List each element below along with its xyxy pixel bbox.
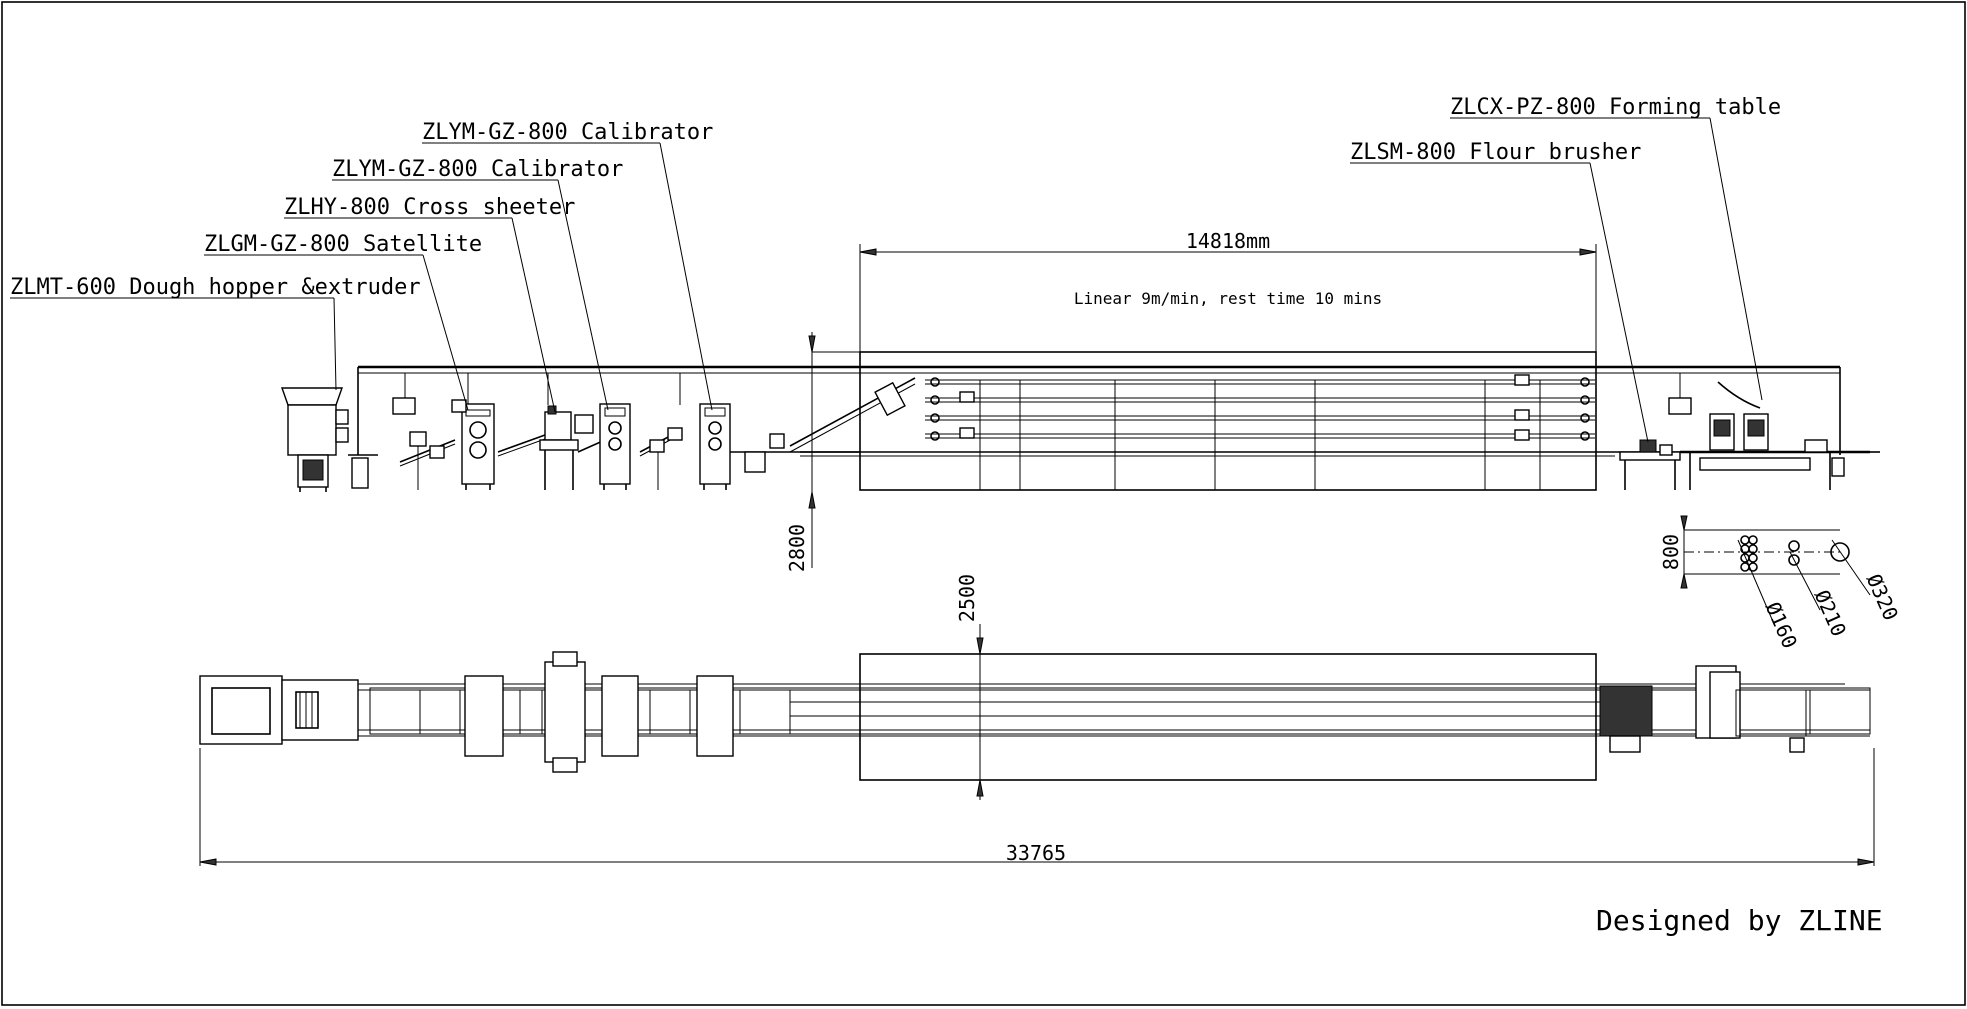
callout-forming-table: ZLCX-PZ-800 Forming table <box>1450 95 1781 401</box>
label-calibrator-1: ZLYM-GZ-800 Calibrator <box>332 157 623 182</box>
forming-die-detail: 800 Ø160 Ø210 Ø320 <box>1659 515 1904 652</box>
width-label: 2500 <box>955 574 979 622</box>
flour-brusher-machine <box>1615 439 1681 490</box>
calibrator-2-machine <box>699 403 790 490</box>
satellite-machine <box>451 399 495 490</box>
label-calibrator-2: ZLYM-GZ-800 Calibrator <box>422 120 713 145</box>
resting-conveyor-side <box>800 351 1615 491</box>
dimension-14818: 14818mm Linear 9m/min, rest time 10 mins <box>859 229 1597 352</box>
plan-view <box>199 651 1871 781</box>
callout-satellite: ZLGM-GZ-800 Satellite <box>204 232 482 411</box>
inclined-conveyors <box>399 427 683 490</box>
hopper-extruder-machine <box>281 387 378 492</box>
callout-calibrator-1: ZLYM-GZ-800 Calibrator <box>332 157 623 411</box>
side-elevation <box>281 351 1880 492</box>
resting-length-label: 14818mm <box>1186 229 1270 253</box>
height-label: 2800 <box>785 524 809 572</box>
callout-flour-brusher: ZLSM-800 Flour brusher <box>1350 140 1649 443</box>
dia-160-label: Ø160 <box>1761 598 1803 652</box>
forming-width-label: 800 <box>1659 534 1683 570</box>
total-length-label: 33765 <box>1006 841 1066 865</box>
callout-calibrator-2: ZLYM-GZ-800 Calibrator <box>422 120 713 411</box>
callout-hopper: ZLMT-600 Dough hopper &extruder <box>10 275 421 391</box>
dimension-2800: 2800 <box>785 332 816 572</box>
callout-cross-sheeter: ZLHY-800 Cross sheeter <box>284 195 575 413</box>
dimension-2500: 2500 <box>955 574 984 800</box>
label-satellite: ZLGM-GZ-800 Satellite <box>204 232 482 257</box>
dia-320-label: Ø320 <box>1862 570 1904 624</box>
designer-signature: Designed by ZLINE <box>1596 904 1883 937</box>
dia-210-label: Ø210 <box>1810 586 1852 640</box>
calibrator-1-machine <box>599 403 631 490</box>
label-flour-brusher: ZLSM-800 Flour brusher <box>1350 140 1641 165</box>
label-hopper: ZLMT-600 Dough hopper &extruder <box>10 275 421 300</box>
resting-note-label: Linear 9m/min, rest time 10 mins <box>1074 289 1382 308</box>
dimension-33765: 33765 <box>199 748 1875 866</box>
label-cross-sheeter: ZLHY-800 Cross sheeter <box>284 195 575 220</box>
forming-table-machine <box>1680 381 1880 490</box>
cross-sheeter-machine <box>539 405 594 490</box>
label-forming-table: ZLCX-PZ-800 Forming table <box>1450 95 1781 120</box>
